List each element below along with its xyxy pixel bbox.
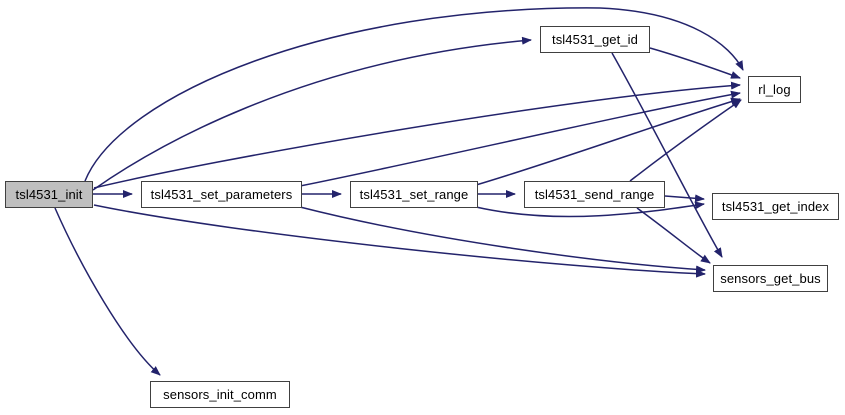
node-sensors_init_comm[interactable]: sensors_init_comm xyxy=(150,381,290,408)
node-label: sensors_get_bus xyxy=(720,271,821,286)
node-tsl4531_get_index[interactable]: tsl4531_get_index xyxy=(712,193,839,220)
edge-tsl4531_init-to-rl_log xyxy=(84,7,744,182)
edge-tsl4531_set_parameters-to-rl_log xyxy=(299,90,741,187)
edge-tsl4531_send_range-to-sensors_get_bus xyxy=(636,207,711,264)
node-label: rl_log xyxy=(758,82,791,97)
node-label: tsl4531_set_parameters xyxy=(150,187,293,202)
node-sensors_get_bus[interactable]: sensors_get_bus xyxy=(713,265,828,292)
node-label: tsl4531_init xyxy=(15,187,83,202)
edge-tsl4531_set_range-to-rl_log xyxy=(475,97,741,186)
node-label: tsl4531_send_range xyxy=(534,187,655,202)
node-label: tsl4531_set_range xyxy=(359,187,469,202)
node-label: tsl4531_get_id xyxy=(552,32,638,47)
edge-tsl4531_get_id-to-rl_log xyxy=(649,47,741,79)
node-tsl4531_send_range[interactable]: tsl4531_send_range xyxy=(524,181,665,208)
edge-tsl4531_init-to-sensors_get_bus xyxy=(93,204,706,278)
node-rl_log[interactable]: rl_log xyxy=(748,76,801,103)
node-tsl4531_init[interactable]: tsl4531_init xyxy=(5,181,93,208)
edge-tsl4531_set_range-to-tsl4531_get_index xyxy=(475,201,705,218)
node-tsl4531_set_range[interactable]: tsl4531_set_range xyxy=(350,181,478,208)
node-tsl4531_set_parameters[interactable]: tsl4531_set_parameters xyxy=(141,181,302,208)
edge-tsl4531_init-to-sensors_init_comm xyxy=(54,207,161,376)
edge-tsl4531_get_id-to-sensors_get_bus xyxy=(611,52,723,258)
edge-tsl4531_send_range-to-rl_log xyxy=(629,99,742,182)
edge-tsl4531_set_parameters-to-sensors_get_bus xyxy=(299,206,706,274)
edge-tsl4531_init-to-rl_log xyxy=(93,81,741,189)
node-label: sensors_init_comm xyxy=(163,387,277,402)
node-tsl4531_get_id[interactable]: tsl4531_get_id xyxy=(540,26,650,53)
node-label: tsl4531_get_index xyxy=(721,199,830,214)
edge-tsl4531_send_range-to-tsl4531_get_index xyxy=(664,194,705,203)
edge-tsl4531_init-to-tsl4531_get_id xyxy=(92,36,532,191)
